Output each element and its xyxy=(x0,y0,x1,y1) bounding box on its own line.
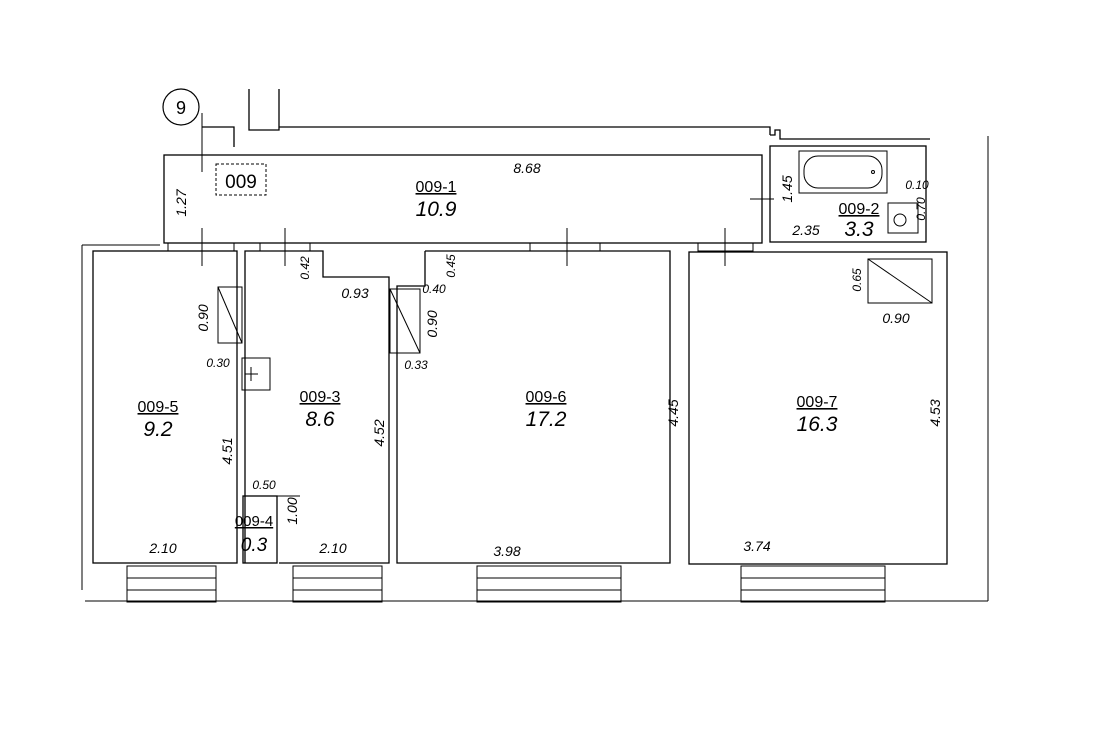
dimension-label: 0.90 xyxy=(424,310,440,337)
room-code: 009-2 xyxy=(839,201,880,218)
window xyxy=(126,565,217,603)
room-area: 17.2 xyxy=(526,408,567,431)
room-code: 009-5 xyxy=(138,399,179,416)
room-009-6 xyxy=(389,250,671,564)
room-area: 10.9 xyxy=(416,198,457,221)
apartment-code: 009 xyxy=(225,172,257,193)
dimension-label: 8.68 xyxy=(513,160,540,176)
room-area: 9.2 xyxy=(143,418,173,441)
dimension-label: 0.33 xyxy=(404,358,428,372)
dimension-label: 0.42 xyxy=(298,256,312,280)
toilet-icon xyxy=(887,202,919,234)
dimension-label: 0.50 xyxy=(252,478,276,492)
dimension-label: 1.27 xyxy=(173,188,189,216)
dimension-label: 3.98 xyxy=(493,543,520,559)
sink-icon xyxy=(241,357,271,391)
dimension-label: 4.52 xyxy=(371,419,387,446)
dimension-label: 0.70 xyxy=(914,197,928,221)
windows xyxy=(126,565,886,603)
dimension-label: 0.10 xyxy=(905,178,929,192)
room-area: 8.6 xyxy=(305,408,335,431)
room-009-3 xyxy=(241,250,390,564)
room-009-7 xyxy=(688,251,948,565)
room-code: 009-3 xyxy=(300,389,341,406)
room-code: 009-7 xyxy=(797,394,838,411)
window xyxy=(476,565,622,603)
room-area: 3.3 xyxy=(844,218,874,241)
room-009-2 xyxy=(769,145,927,243)
staircase-marker: 9 xyxy=(162,88,200,126)
dimension-label: 1.00 xyxy=(284,497,300,524)
door-swing-icon xyxy=(217,286,243,344)
dimension-label: 4.51 xyxy=(219,437,235,464)
building-outline xyxy=(81,89,989,602)
room-code: 009-6 xyxy=(526,389,567,406)
room-area: 0.3 xyxy=(241,535,268,556)
dimension-label: 4.53 xyxy=(927,399,943,426)
dimension-label: 0.45 xyxy=(444,254,458,278)
dimension-label: 0.90 xyxy=(882,310,909,326)
window xyxy=(292,565,383,603)
dimension-label: 4.45 xyxy=(665,399,681,426)
dimension-label: 0.65 xyxy=(850,268,864,292)
room-labels: 009-1 10.9 009-2 3.3 009-3 8.6 009-4 0.3… xyxy=(138,179,880,556)
corridor-door-marks xyxy=(167,228,754,266)
bathtub-icon xyxy=(798,150,888,194)
staircase-number: 9 xyxy=(176,98,186,118)
room-area: 16.3 xyxy=(797,413,838,436)
door-swing-icon xyxy=(389,288,421,354)
dimension-label: 2.10 xyxy=(318,540,346,556)
window xyxy=(740,565,886,603)
dimension-label: 2.35 xyxy=(791,222,819,238)
room-009-4 xyxy=(242,495,300,564)
dimension-labels: 8.68 1.27 1.45 2.35 0.10 0.70 0.90 0.30 … xyxy=(148,160,943,559)
dimension-label: 1.45 xyxy=(779,175,795,202)
dimension-label: 0.40 xyxy=(422,282,446,296)
dimension-label: 0.90 xyxy=(195,304,211,331)
stove-icon xyxy=(867,258,933,304)
dimension-label: 2.10 xyxy=(148,540,176,556)
dimension-label: 0.30 xyxy=(206,356,230,370)
room-code: 009-4 xyxy=(235,513,273,530)
apartment-code-box: 009 xyxy=(215,163,267,196)
dimension-label: 3.74 xyxy=(743,538,770,554)
dimension-label: 0.93 xyxy=(341,285,368,301)
room-code: 009-1 xyxy=(416,179,457,196)
room-009-5 xyxy=(92,250,243,564)
